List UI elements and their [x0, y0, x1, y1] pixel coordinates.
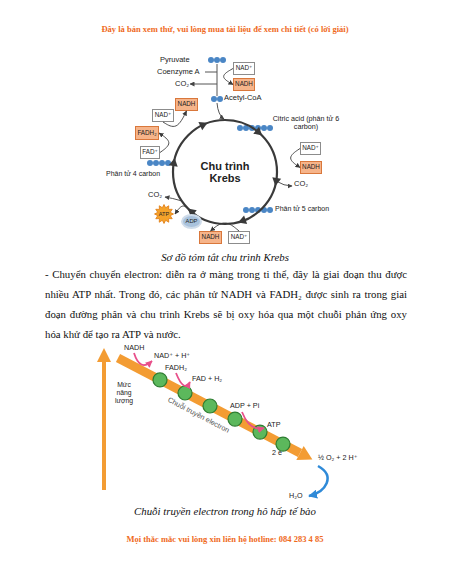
molecule-label: CO₂	[148, 191, 162, 200]
node-label: NAD⁺	[155, 112, 172, 119]
watermark: Mọi thắc mắc vui lòng xin liên hệ hotlin…	[0, 535, 450, 545]
carbon-dot	[208, 57, 214, 63]
reaction-arrow	[134, 353, 152, 365]
energy-axis	[102, 360, 106, 490]
node-label: Chu trình Krebs	[188, 160, 263, 184]
energy-axis-head	[97, 348, 111, 362]
carbon-dot	[267, 207, 273, 213]
carbon-dot	[211, 96, 217, 102]
reaction-arrow	[176, 373, 190, 386]
carrier-box: NADH	[233, 78, 255, 91]
chem-label: ATP	[267, 421, 280, 429]
carbon-dot	[217, 96, 223, 102]
krebs-decoration	[147, 57, 292, 227]
carbon-dot	[267, 125, 273, 131]
etc-decoration	[97, 348, 328, 496]
burst-shape	[155, 205, 174, 224]
node-label: ADP	[186, 218, 198, 224]
node-label: NADH	[178, 101, 196, 108]
carrier-box: NAD⁺	[233, 62, 255, 75]
body-paragraph: - Chuyển chuyển electron: diễn ra ở màng…	[45, 264, 407, 344]
chem-label: NADH	[124, 344, 144, 352]
conversion-arrow	[224, 69, 233, 85]
carrier-box: NAD⁺	[152, 109, 174, 122]
carbon-dot	[159, 160, 165, 166]
carrier-box: NADH	[300, 161, 322, 174]
carbon-dot	[220, 57, 226, 63]
carrier-box: NAD⁺	[228, 231, 250, 244]
conversion-arrow	[159, 133, 169, 153]
carbon-dot	[243, 207, 249, 213]
carbon-dot	[237, 125, 243, 131]
carbon-dot	[249, 207, 255, 213]
node-label: NAD⁺	[231, 234, 248, 241]
node-label: FADH₂	[137, 130, 156, 137]
carrier-box: FAD⁺	[140, 146, 160, 159]
chem-label: FAD + H₂	[192, 375, 222, 383]
node-label: NADH	[202, 234, 220, 241]
atp-burst: ATP	[153, 204, 175, 224]
molecule-label: Pyruvate	[160, 56, 190, 65]
chem-label: ½ O₂ + 2 H⁺	[318, 454, 358, 462]
carrier-protein	[178, 386, 192, 400]
adp-oval: ADP	[181, 214, 202, 229]
transport-band	[118, 358, 300, 453]
node-label: ATP	[159, 211, 169, 217]
carbon-dot	[261, 125, 267, 131]
watermark: Đây là bản xem thử, vui lòng mua tài liệ…	[0, 25, 450, 35]
chem-label: 2 e	[272, 449, 282, 457]
axis-label: Mức năng lượng	[109, 381, 139, 404]
chem-label: NAD⁺ + H⁺	[154, 352, 190, 360]
figure-caption: Sơ đồ tóm tắt chu trình Krebs	[0, 251, 450, 263]
chem-label: FADH₂	[165, 364, 187, 372]
reaction-arrow	[242, 412, 264, 429]
carrier-box: NAD⁺	[300, 142, 321, 155]
chem-label: H₂O	[289, 492, 303, 500]
transport-band-head	[296, 446, 312, 460]
node-label: NAD⁺	[302, 145, 319, 152]
node-label: NADH	[302, 164, 320, 171]
conversion-arrow	[291, 149, 300, 168]
molecule-label: Coenzyme A	[157, 68, 200, 77]
node-label: NAD⁺	[236, 65, 253, 72]
water-arrow	[309, 466, 328, 496]
carbon-dot	[214, 57, 220, 63]
molecule-label: Phân tử 5 carbon	[275, 205, 329, 213]
carbon-dot	[147, 160, 153, 166]
cycle-ring: Chu trình Krebs	[170, 117, 280, 227]
chem-label: ADP + Pi	[230, 402, 259, 410]
figure-caption: Chuỗi truyền electron trong hô hấp tế bà…	[0, 505, 450, 517]
molecule-label: Acetyl-CoA	[224, 94, 262, 103]
node-label: FAD⁺	[142, 149, 158, 156]
oval-shape	[182, 215, 201, 228]
carrier-protein	[228, 412, 242, 426]
node-label: NADH	[235, 81, 253, 88]
carrier-protein	[153, 373, 167, 387]
carrier-box: NADH	[199, 231, 222, 244]
pathway-line	[217, 103, 224, 119]
pathway-line	[217, 64, 218, 96]
carrier-box: FADH₂	[135, 126, 159, 140]
pathway-line	[190, 84, 217, 85]
carrier-protein	[203, 399, 217, 413]
carrier-box: NADH	[175, 98, 198, 111]
carbon-dot	[153, 160, 159, 166]
molecule-label: Phân tử 4 carbon	[106, 170, 160, 178]
molecule-label: CO₂	[175, 80, 189, 89]
pathway-line	[205, 72, 217, 73]
cycle-circle	[173, 120, 277, 224]
molecule-label: CO₂	[294, 180, 308, 189]
molecule-label: Citric acid (phân tử 6 carbon)	[271, 115, 341, 132]
